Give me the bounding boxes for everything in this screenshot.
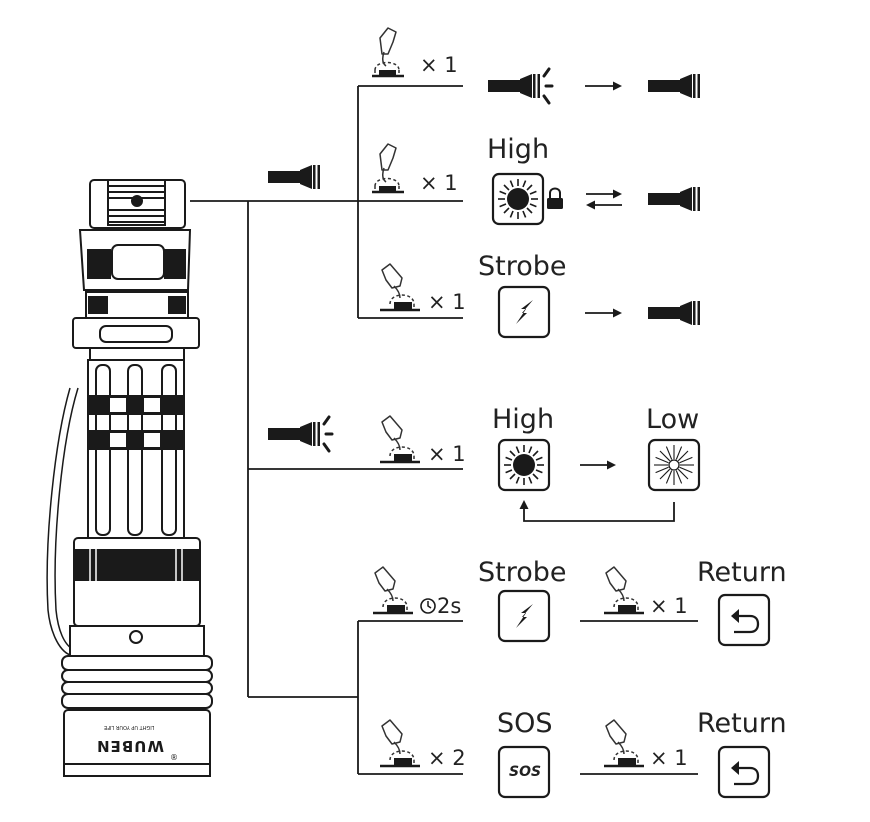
mode-label-strobe-bottom: Strobe — [478, 557, 567, 588]
mode-label-high-mid: High — [492, 404, 555, 435]
mode-label-return-1: Return — [697, 557, 787, 588]
press-count-row4: × 1 — [428, 442, 466, 466]
registered-mark: ® — [170, 753, 178, 762]
half-press-icon — [602, 565, 646, 615]
arrow-right-icon — [580, 460, 616, 470]
sun-high-icon — [493, 174, 543, 224]
press-count-row2: × 1 — [420, 171, 458, 195]
return-icon — [719, 595, 769, 645]
press-count-row1: × 1 — [420, 53, 458, 77]
mode-label-return-2: Return — [697, 708, 787, 739]
sun-low-icon — [649, 440, 699, 490]
flashlight-icon — [648, 301, 700, 325]
press-count-row5-return: × 1 — [650, 594, 688, 618]
half-press-icon — [378, 262, 422, 312]
return-icon — [719, 747, 769, 797]
mode-label-low-mid: Low — [646, 404, 700, 435]
branch-lines — [190, 85, 698, 775]
half-press-icon — [378, 414, 422, 464]
press-count-row6: × 2 — [428, 746, 466, 770]
arrow-right-icon — [585, 81, 622, 91]
lock-icon — [547, 187, 563, 209]
flashlight-body-illustration — [46, 179, 213, 777]
half-press-icon — [371, 565, 415, 615]
mode-label-sos: SOS — [497, 708, 553, 739]
press-button-icon — [370, 26, 406, 78]
flashlight-on-icon — [488, 69, 552, 103]
mode-label-high-top: High — [487, 134, 550, 165]
half-press-icon — [602, 718, 646, 768]
hold-duration-row5: 2s — [437, 594, 462, 618]
clock-icon — [420, 598, 436, 614]
flashlight-icon — [268, 165, 320, 189]
mode-label-strobe-top: Strobe — [478, 251, 567, 282]
swap-arrows-icon — [586, 189, 622, 210]
press-count-row6-return: × 1 — [650, 746, 688, 770]
press-button-icon — [370, 142, 406, 194]
flashlight-on-icon — [268, 417, 332, 451]
sos-badge-text: SOS — [509, 764, 542, 780]
press-count-row3: × 1 — [428, 290, 466, 314]
sun-high-icon — [499, 440, 549, 490]
brand-tagline: LIGHT UP YOUR LIFE — [104, 724, 155, 730]
strobe-icon — [499, 287, 549, 337]
strobe-icon — [499, 591, 549, 641]
brand-logo: WUBEN — [96, 737, 164, 755]
half-press-icon — [378, 718, 422, 768]
flashlight-icon — [648, 187, 700, 211]
flashlight-icon — [648, 74, 700, 98]
arrow-right-icon — [585, 308, 622, 318]
loop-arrow-icon — [519, 500, 675, 522]
